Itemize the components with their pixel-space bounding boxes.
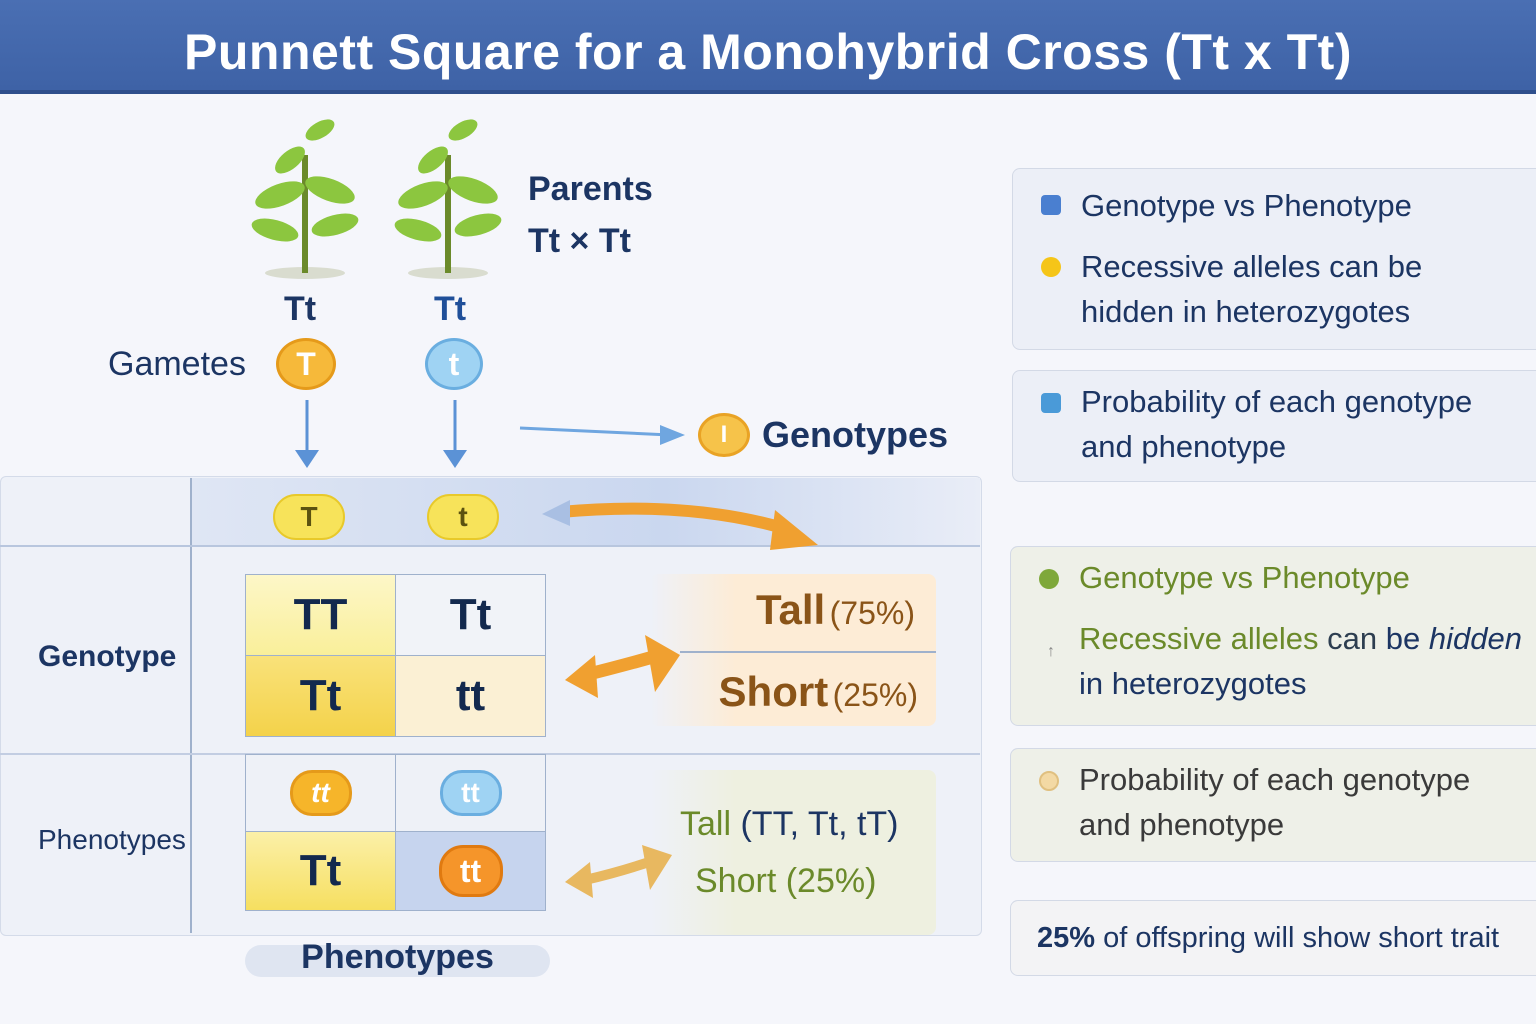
- tall-genotypes: (TT, Tt, tT): [740, 805, 899, 843]
- gametes-label: Gametes: [108, 345, 246, 383]
- card-1-line1: Genotype vs Phenotype: [1081, 188, 1412, 223]
- card-1-line2: Recessive alleles can be: [1081, 249, 1423, 284]
- cell-phen-4: tt: [395, 831, 546, 911]
- tall-pct: (75%): [829, 595, 915, 631]
- gamete-T: T: [276, 338, 336, 390]
- row-label-phenotypes: Phenotypes: [38, 824, 186, 855]
- card-3-line2: Recessive alleles can be hidden: [1079, 616, 1529, 661]
- card-3-line3: in heterozygotes: [1079, 666, 1307, 701]
- plant-icon-right: [394, 119, 502, 279]
- plant-icons: [251, 119, 502, 279]
- square-bullet-icon: [1041, 195, 1061, 215]
- divider-vertical: [190, 478, 192, 933]
- text-span: be: [1385, 621, 1421, 656]
- parents-label: Parents: [528, 170, 653, 208]
- plant-icon-left: [251, 119, 359, 279]
- cell-phen-1: tt: [245, 754, 396, 832]
- square-bullet-icon: [1041, 393, 1061, 413]
- header-allele-t: t: [427, 494, 499, 540]
- text-span: hidden: [1428, 621, 1522, 656]
- row-label-genotype: Genotype: [38, 640, 177, 673]
- results-top-panel: [650, 574, 936, 726]
- card-3-line1: Genotype vs Phenotype: [1079, 560, 1410, 595]
- circle-bullet-icon: [1039, 569, 1059, 589]
- parent-right-genotype: Tt: [434, 290, 467, 328]
- results-bottom-panel: [650, 770, 936, 935]
- card-4: Probability of each genotype and phenoty…: [1010, 748, 1536, 862]
- footer-pill: [245, 945, 550, 977]
- short-label: Short: [718, 668, 829, 715]
- short-label: Short: [695, 862, 777, 900]
- tall-label: Tall: [755, 586, 826, 633]
- summary-text: of offspring will show short trait: [1103, 922, 1500, 954]
- gamete-t: t: [425, 338, 483, 390]
- card-1: Genotype vs Phenotype Recessive alleles …: [1012, 168, 1536, 350]
- card-4-line1: Probability of each genotype: [1079, 762, 1471, 797]
- summary-pct: 25%: [1037, 922, 1096, 954]
- genotypes-badge-icon: I: [698, 413, 750, 457]
- allele-badge: tt: [289, 770, 352, 816]
- allele-badge: tt: [439, 770, 502, 816]
- divider-h1: [0, 545, 980, 547]
- cell-TT: TT: [245, 574, 396, 656]
- card-4-line2: and phenotype: [1079, 807, 1285, 842]
- text-span: can: [1327, 621, 1378, 656]
- parent-left-genotype: Tt: [284, 290, 317, 328]
- genotypes-badge-label: Genotypes: [762, 414, 949, 455]
- page-title: Punnett Square for a Monohybrid Cross (T…: [184, 24, 1352, 80]
- double-arrow-top: [565, 635, 680, 698]
- arrows-down: [295, 400, 685, 468]
- cell-Tt-2: Tt: [245, 655, 396, 737]
- card-5: 25% of offspring will show short trait: [1010, 900, 1536, 976]
- card-2-line1: Probability of each genotype: [1081, 384, 1473, 419]
- curved-arrow-top: [542, 500, 818, 550]
- short-pct: (25%): [785, 862, 877, 900]
- cell-tt: tt: [395, 655, 546, 737]
- circle-bullet-icon: [1039, 771, 1059, 791]
- cell-phen-3: Tt: [245, 831, 396, 911]
- header-allele-T: T: [273, 494, 345, 540]
- results-divider: [680, 651, 936, 653]
- double-arrow-bottom: [565, 845, 672, 898]
- title-bar: Punnett Square for a Monohybrid Cross (T…: [0, 0, 1536, 94]
- card-3: Genotype vs Phenotype ↑ Recessive allele…: [1010, 546, 1536, 726]
- card-2-line2: and phenotype: [1081, 429, 1287, 464]
- small-arrow-icon: ↑: [1047, 643, 1055, 660]
- cell-phen-2: tt: [395, 754, 546, 832]
- result-short: Short (25%): [650, 668, 918, 716]
- allele-badge: tt: [438, 845, 503, 897]
- card-1-line3: hidden in heterozygotes: [1081, 294, 1411, 329]
- parents-cross: Tt × Tt: [528, 222, 631, 260]
- result-short-detail: Short (25%): [695, 862, 876, 901]
- circle-bullet-icon: [1041, 257, 1061, 277]
- footer-label: Phenotypes: [301, 938, 494, 976]
- cell-Tt-1: Tt: [395, 574, 546, 656]
- short-pct: (25%): [832, 677, 918, 713]
- text-span: Recessive alleles: [1079, 621, 1319, 656]
- result-tall: Tall (75%): [650, 586, 915, 634]
- tall-label: Tall: [680, 805, 732, 843]
- card-2: Probability of each genotype and phenoty…: [1012, 370, 1536, 482]
- result-tall-detail: Tall (TT, Tt, tT): [680, 805, 899, 844]
